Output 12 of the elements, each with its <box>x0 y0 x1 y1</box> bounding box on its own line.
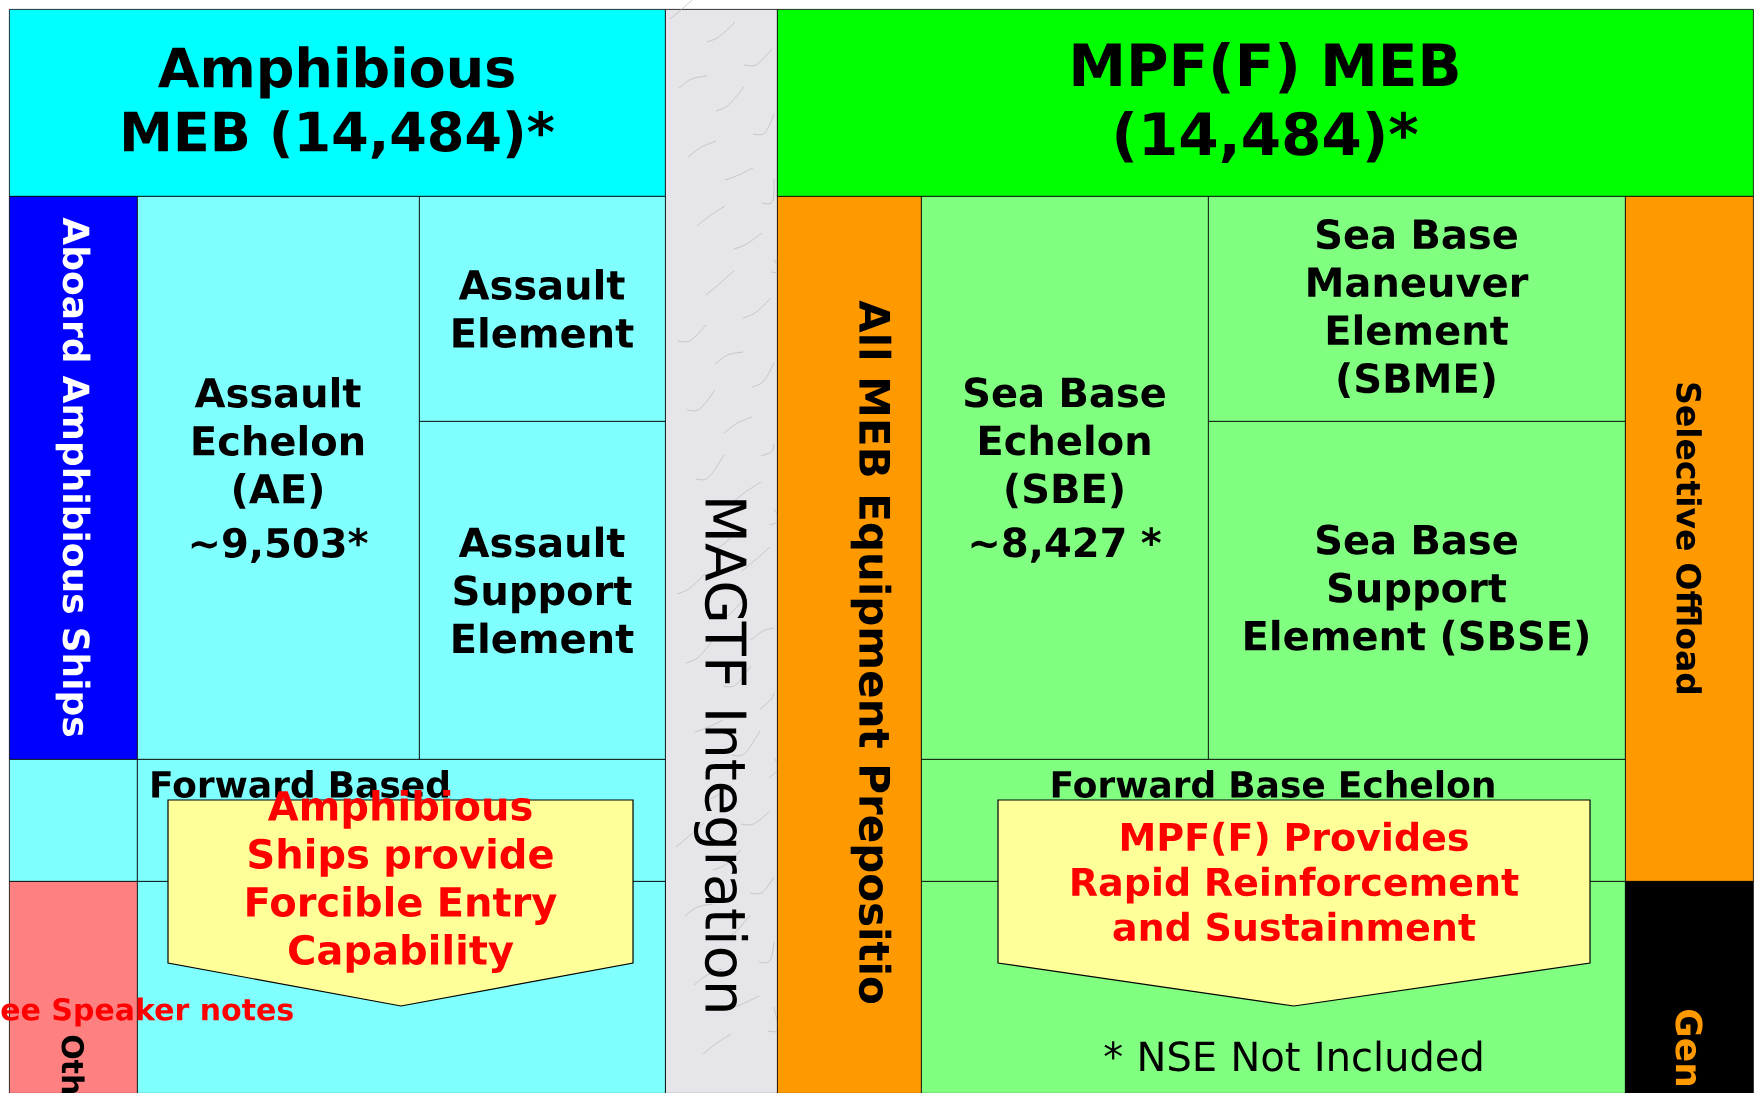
side-band: All MEB Equipment Prepositio <box>777 196 922 1093</box>
side-band: Selective Offload <box>1625 196 1754 882</box>
element-cell: Assault Element <box>419 196 666 422</box>
marble-band: MAGTF Integration <box>665 0 781 1093</box>
element-cell: Assault Support Element <box>419 421 666 760</box>
side-band: Gen <box>1625 881 1754 1093</box>
element-cell: Sea Base Maneuver Element (SBME) <box>1208 196 1626 422</box>
element-cell: Sea Base Support Element (SBSE) <box>1208 421 1626 760</box>
header-box: Amphibious MEB (14,484)* <box>9 9 666 197</box>
side-band: Aboard Amphibious Ships <box>9 196 138 760</box>
header-box: MPF(F) MEB (14,484)* <box>777 9 1754 197</box>
echelon-cell: Sea Base Echelon (SBE) ~8,427 * <box>921 196 1209 760</box>
